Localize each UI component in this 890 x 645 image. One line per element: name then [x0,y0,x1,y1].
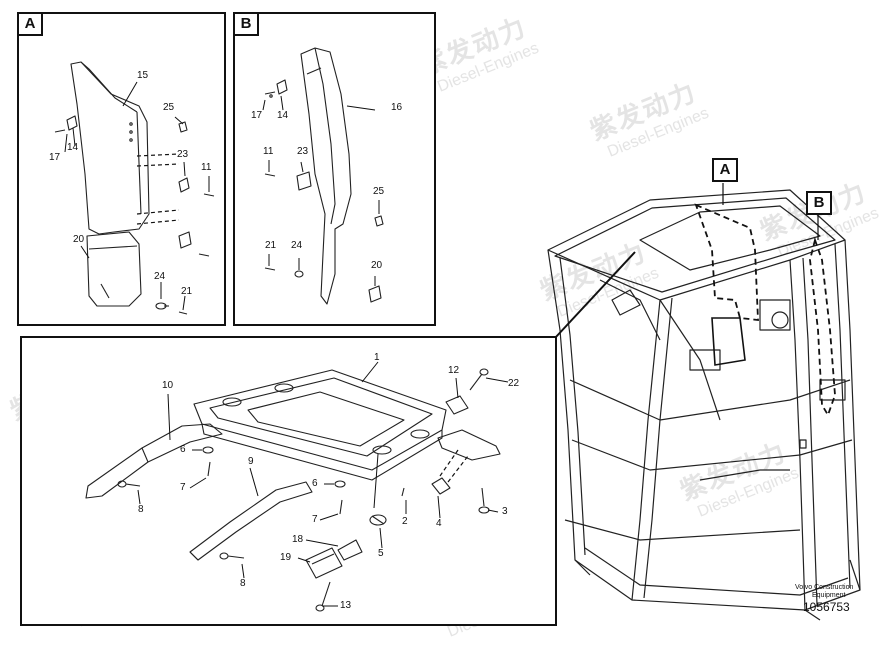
part-number-label: 15 [137,70,149,81]
part-number-label: 21 [265,240,277,251]
roof-panel-drawing [85,361,509,612]
part-number-label: 24 [291,240,303,251]
part-number-label: 4 [436,518,442,529]
part-number-label: 25 [373,186,385,197]
part-number-label: 21 [181,286,193,297]
panel-b-drawing [262,47,384,305]
part-number-label: 6 [180,444,186,455]
part-number-label: 5 [378,548,384,559]
part-number-label: 19 [280,552,292,563]
part-number-label: 8 [138,504,144,515]
part-number-label: 14 [277,110,289,121]
part-number-label: 20 [73,234,85,245]
part-number-label: 1 [374,352,380,363]
panel-a-drawing [54,61,215,315]
part-number-label: 2 [402,516,408,527]
part-number-label: 18 [292,534,304,545]
callout-a-tag: A [712,158,738,182]
part-number-label: 13 [340,600,352,611]
part-number-label: 20 [371,260,383,271]
part-number-label: 14 [67,142,79,153]
part-number-label: 9 [248,456,254,467]
part-number-label: 23 [177,149,189,160]
detail-panel-b: B 17 14 16 11 23 25 21 24 20 [233,12,436,326]
part-number-label: 25 [163,102,175,113]
part-number-label: 17 [49,152,61,163]
part-number-label: 3 [502,506,508,517]
part-number-label: 8 [240,578,246,589]
part-number-label: 23 [297,146,309,157]
part-number-label: 10 [162,380,174,391]
part-number-label: 7 [180,482,186,493]
part-number-label: 11 [201,162,212,173]
part-number-label: 22 [508,378,520,389]
part-number-label: 17 [251,110,263,121]
part-number-label: 11 [263,146,274,157]
part-number-label: 16 [391,102,403,113]
panel-b-tag: B [233,12,259,36]
callout-b-tag: B [806,191,832,215]
part-number-label: 6 [312,478,318,489]
part-number-label: 24 [154,271,166,282]
part-number-label: 12 [448,365,460,376]
footer-company-line1: Volvo Construction [795,584,854,591]
detail-panel-roof: 1 10 12 22 6 7 8 9 6 7 2 4 3 18 5 19 8 1… [20,336,557,626]
cab-frame-drawing [547,183,861,621]
detail-panel-a: A 15 25 17 14 23 11 20 24 21 [17,12,226,326]
part-number-label: 7 [312,514,318,525]
footer-company-line2: Equipment [812,592,846,599]
footer-doc-number: 1056753 [803,600,850,614]
panel-a-tag: A [17,12,43,36]
